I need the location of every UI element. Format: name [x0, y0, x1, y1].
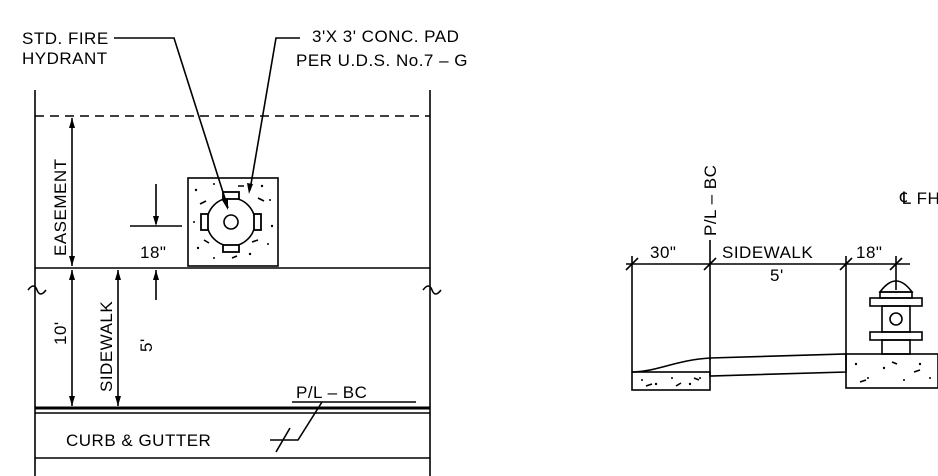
- easement-arrow-top: [69, 118, 75, 128]
- hydrant-leader: [114, 37, 229, 209]
- fire-hydrant-elevation: [869, 280, 923, 355]
- right-break-symbol: [422, 285, 442, 295]
- dim-18in-label: 18": [140, 243, 166, 262]
- back-slab-stipple: [641, 377, 701, 387]
- back-slab: [631, 371, 711, 391]
- tick-left: [625, 257, 639, 271]
- sidewalk-arrow-top: [115, 270, 121, 280]
- curb-leader-tick: [275, 427, 291, 453]
- hydrant-pad-section: [845, 353, 938, 389]
- hydrant-label-line1: STD. FIRE: [22, 29, 109, 48]
- centerline-fh-label: ℄ FH: [899, 189, 938, 208]
- section-property-line-label: P/L – BC: [701, 165, 720, 236]
- tick-pl: [703, 257, 717, 271]
- tick-sidewalk: [839, 257, 853, 271]
- concrete-pad: [187, 177, 279, 267]
- dim-18in-arrow-top: [153, 216, 159, 226]
- ground-slope: [631, 357, 711, 373]
- section-sidewalk-label: SIDEWALK: [722, 243, 813, 262]
- section-18in-label: 18": [856, 243, 882, 262]
- dim-30in-label: 30": [650, 243, 676, 262]
- pad-label-line2: PER U.D.S. No.7 – G: [296, 51, 468, 70]
- pad-leader: [249, 37, 300, 191]
- sidewalk-slab: [709, 353, 847, 377]
- plan-view: EASEMENT 10' SIDEWALK 5' 18": [22, 27, 468, 476]
- dim-10ft-arrow-bottom: [69, 396, 75, 406]
- easement-arrow-bottom: [69, 256, 75, 266]
- hydrant-pad-stipple: [854, 361, 931, 383]
- pad-leader-arrow: [247, 183, 253, 194]
- dim-10ft-arrow-top: [69, 270, 75, 280]
- hydrant-leader-arrow: [222, 198, 228, 210]
- pad-stipple: [193, 183, 274, 259]
- curb-gutter-label: CURB & GUTTER: [66, 431, 211, 450]
- dim-18in-arrow-bottom: [153, 270, 159, 280]
- hydrant-label-line2: HYDRANT: [22, 49, 108, 68]
- curb-leader: [270, 401, 323, 441]
- section-5ft-label: 5': [770, 266, 784, 285]
- pad-label-line1: 3'X 3' CONC. PAD: [312, 27, 459, 46]
- sidewalk-arrow-bottom: [115, 396, 121, 406]
- dim-10ft-label: 10': [51, 321, 70, 345]
- plan-property-line-label: P/L – BC: [296, 383, 367, 402]
- sidewalk-label: SIDEWALK: [97, 301, 116, 392]
- easement-label: EASEMENT: [51, 158, 70, 256]
- tick-fh: [889, 257, 903, 271]
- left-break-symbol: [27, 285, 47, 295]
- fire-hydrant-symbol: [200, 191, 262, 253]
- section-view: P/L – BC ℄ FH 30" SIDEWALK 5' 18": [625, 165, 938, 391]
- dim-5ft-label: 5': [137, 338, 156, 352]
